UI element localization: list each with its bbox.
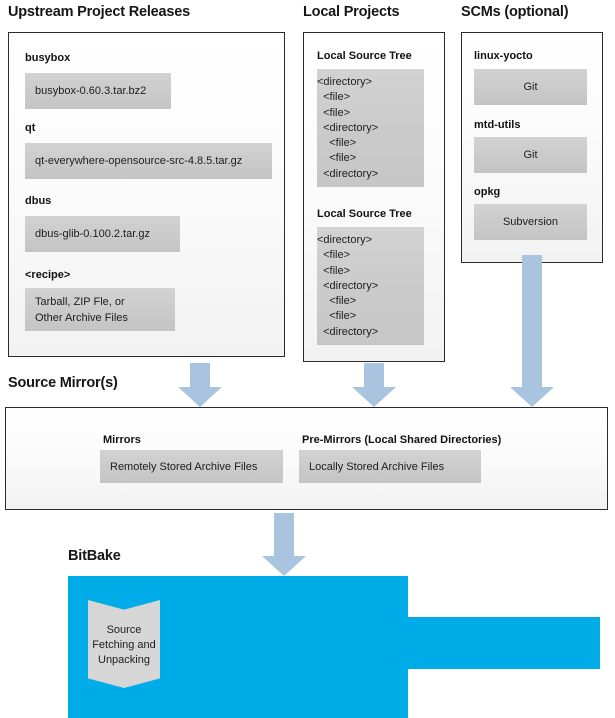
tree-line: <directory> — [317, 279, 379, 292]
upstream-value-qt-text: qt-everywhere-opensource-src-4.8.5.tar.g… — [35, 155, 243, 167]
tree-line: <file> — [317, 264, 351, 277]
local-source-tree-label-2: Local Source Tree — [317, 208, 412, 220]
tree-line: <directory> — [317, 167, 379, 180]
scm-value-linux-yocto: Git — [474, 69, 587, 105]
tree-line: <file> — [317, 106, 351, 119]
upstream-value-recipe-line2: Other Archive Files — [35, 311, 128, 324]
arrow-local-projects-to-mirrors — [352, 363, 396, 407]
upstream-value-qt: qt-everywhere-opensource-src-4.8.5.tar.g… — [25, 143, 272, 179]
upstream-label-qt: qt — [25, 122, 36, 134]
mirrors-label: Mirrors — [103, 434, 141, 446]
upstream-value-dbus-text: dbus-glib-0.100.2.tar.gz — [35, 228, 150, 240]
tree-line: <file> — [317, 91, 351, 104]
tree-line: <directory> — [317, 234, 373, 246]
tree-line: <file> — [317, 152, 357, 165]
upstream-value-recipe: Tarball, ZIP Fle, or Other Archive Files — [25, 288, 175, 331]
pre-mirrors-value-text: Locally Stored Archive Files — [309, 460, 445, 473]
bitbake-arm-block — [403, 617, 600, 669]
scm-label-opkg: opkg — [474, 186, 501, 198]
bitbake-section-title: BitBake — [68, 548, 121, 564]
upstream-label-dbus: dbus — [25, 195, 52, 207]
pre-mirrors-value: Locally Stored Archive Files — [299, 450, 481, 483]
task-line-1: Source — [106, 623, 142, 636]
upstream-value-dbus: dbus-glib-0.100.2.tar.gz — [25, 216, 180, 252]
tree-line: <directory> — [317, 76, 373, 88]
tree-line: <file> — [317, 310, 357, 323]
scm-label-mtd-utils: mtd-utils — [474, 119, 521, 131]
source-mirrors-section-title: Source Mirror(s) — [8, 375, 118, 391]
bitbake-shape: Source Fetching and Unpacking — [68, 576, 600, 718]
arrow-mirrors-to-bitbake — [262, 513, 306, 576]
scm-value-opkg-text: Subversion — [502, 216, 559, 228]
local-projects-section-title: Local Projects — [303, 4, 400, 20]
scm-label-linux-yocto: linux-yocto — [474, 50, 533, 62]
scms-section-title: SCMs (optional) — [461, 4, 569, 20]
tree-line: <directory> — [317, 325, 379, 338]
upstream-value-busybox-text: busybox-0.60.3.tar.bz2 — [35, 85, 147, 97]
upstream-section-title: Upstream Project Releases — [8, 4, 190, 20]
tree-line: <directory> — [317, 121, 379, 134]
local-source-tree-1: <directory> <file> <file> <directory> <f… — [317, 69, 424, 187]
pre-mirrors-label: Pre-Mirrors (Local Shared Directories) — [302, 434, 502, 446]
tree-line: <file> — [317, 137, 357, 150]
upstream-label-busybox: busybox — [25, 52, 71, 64]
mirrors-value: Remotely Stored Archive Files — [100, 450, 283, 483]
scm-value-mtd-utils-text: Git — [523, 149, 538, 161]
task-line-3: Unpacking — [98, 653, 150, 666]
scm-value-opkg: Subversion — [474, 204, 587, 240]
local-source-tree-label-1: Local Source Tree — [317, 50, 412, 62]
tree-line: <file> — [317, 295, 357, 308]
arrow-upstream-to-mirrors — [178, 363, 222, 407]
upstream-label-recipe: <recipe> — [25, 269, 71, 281]
local-source-tree-2: <directory> <file> <file> <directory> <f… — [317, 227, 424, 345]
scm-value-mtd-utils: Git — [474, 137, 587, 173]
mirrors-value-text: Remotely Stored Archive Files — [110, 460, 258, 473]
tree-line: <file> — [317, 249, 351, 262]
source-fetching-and-unpacking-task: Source Fetching and Unpacking — [88, 600, 160, 688]
upstream-value-recipe-line1: Tarball, ZIP Fle, or — [35, 296, 125, 308]
scm-value-linux-yocto-text: Git — [523, 81, 538, 93]
upstream-value-busybox: busybox-0.60.3.tar.bz2 — [25, 73, 171, 109]
task-line-2: Fetching and — [92, 638, 156, 651]
arrow-scms-to-mirrors — [510, 255, 554, 407]
